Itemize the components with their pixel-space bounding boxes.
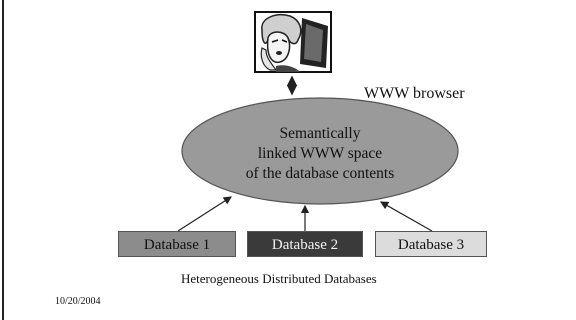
browser-label: WWW browser [364,85,465,102]
database-3-box: Database 3 [375,231,487,257]
ellipse-line-1: Semantically [279,125,361,142]
database-1-box: Database 1 [118,231,236,257]
db1-arrow [177,196,233,232]
db3-arrow [379,201,433,232]
ellipse-text: Semantically linked WWW space of the dat… [220,124,420,184]
ellipse-line-3: of the database contents [245,165,395,182]
diagram-caption: Heterogeneous Distributed Databases [181,271,377,286]
slide-left-border [2,0,4,320]
database-2-box: Database 2 [247,231,363,257]
browser-illustration-icon [254,11,332,73]
ellipse-line-2: linked WWW space [257,145,383,162]
semantic-space-ellipse [181,97,459,205]
slide-date: 10/20/2004 [55,296,101,307]
